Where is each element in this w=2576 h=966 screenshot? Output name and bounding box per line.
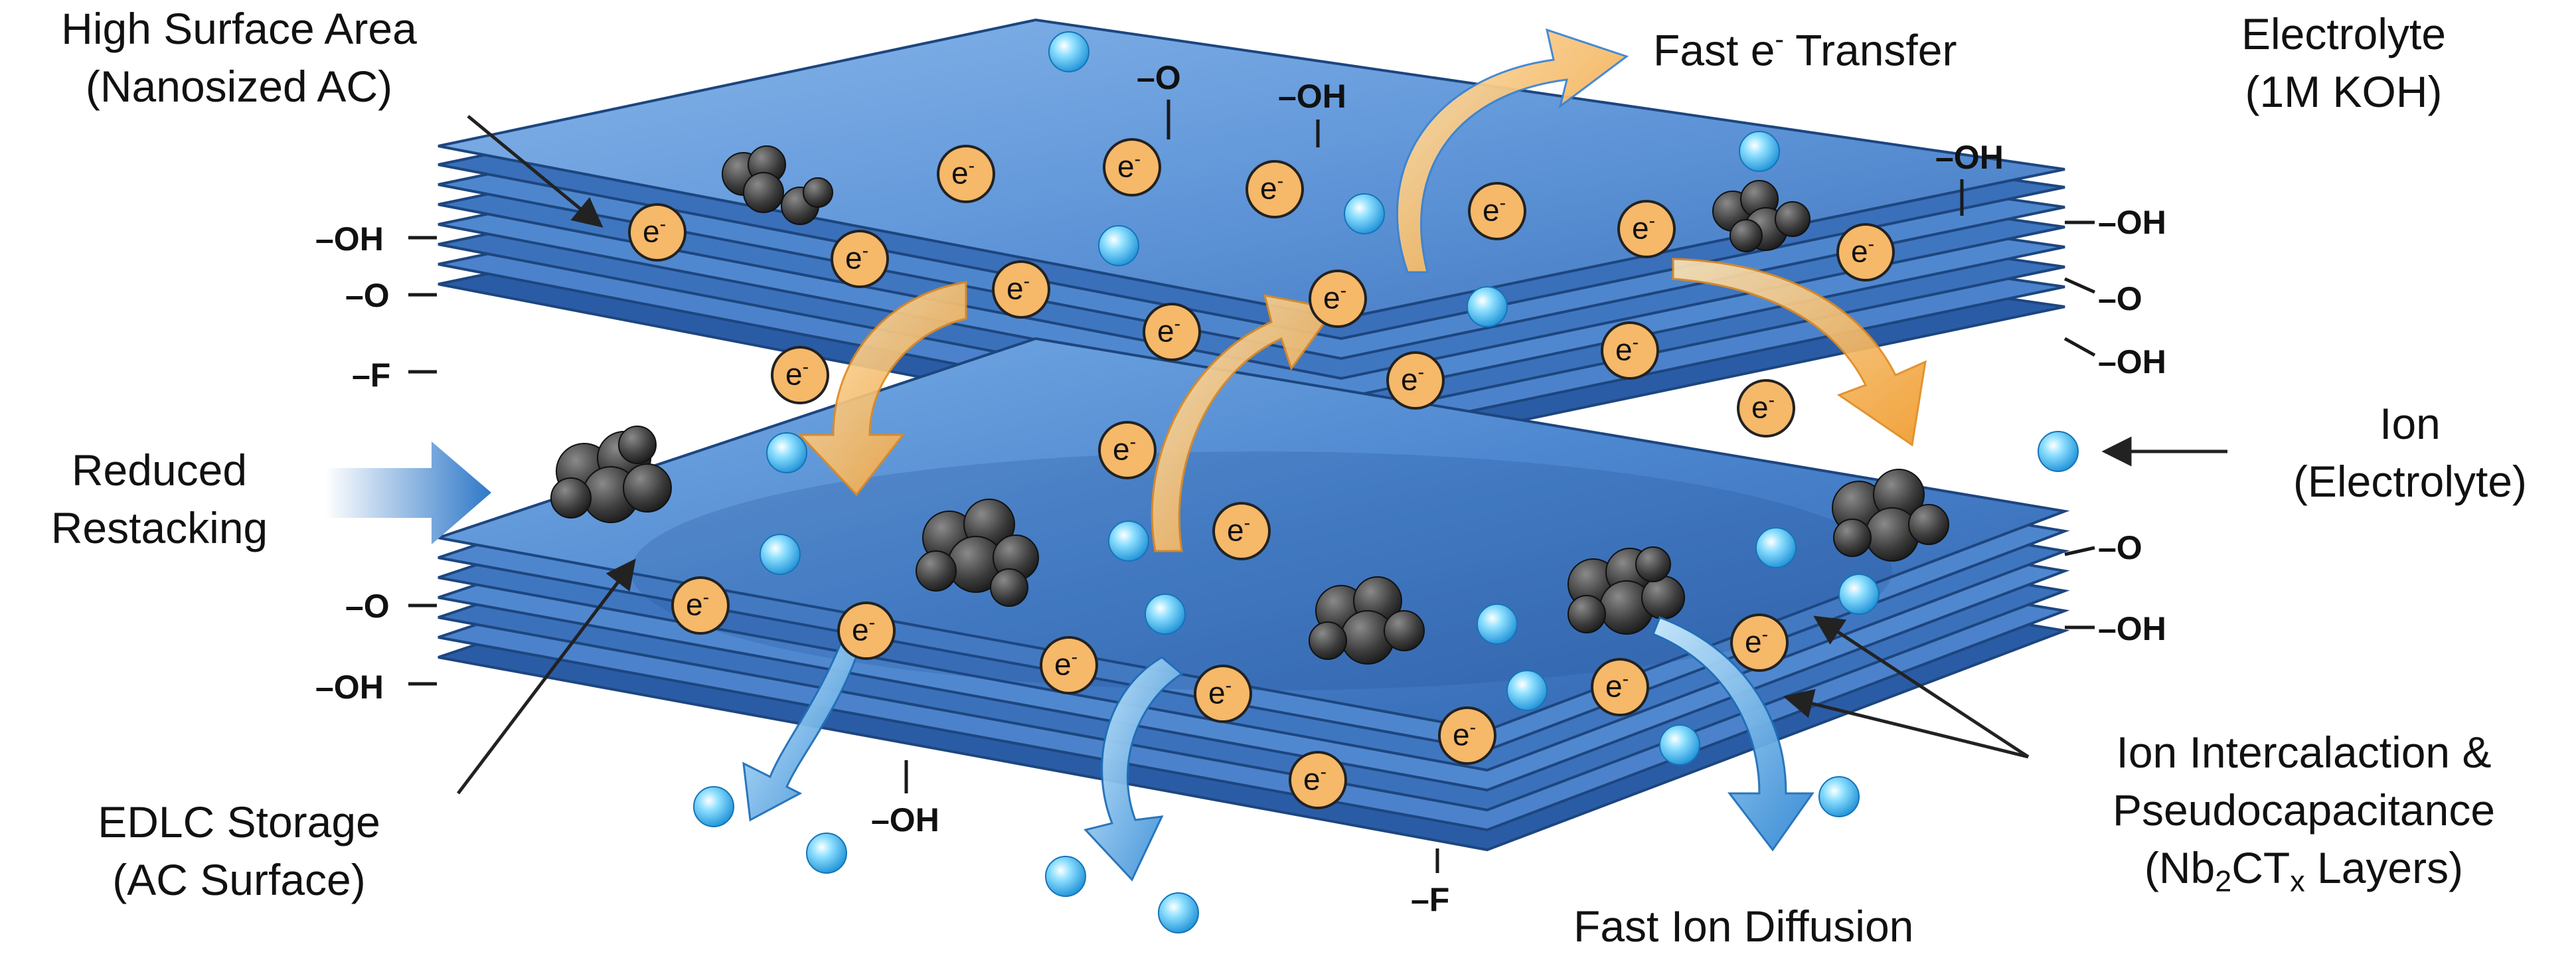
group-label-left-f: –F: [352, 359, 390, 392]
electron-label: e-: [1117, 150, 1141, 182]
label-reduced-restacking: Reduced Restacking: [13, 442, 305, 557]
electron-label: e-: [1260, 172, 1283, 204]
group-label-right-oh-1: –OH: [2098, 206, 2166, 239]
electron-label: e-: [1157, 315, 1180, 347]
group-label-bottom-oh: –OH: [871, 803, 939, 837]
electron-label: e-: [1851, 235, 1874, 267]
label-fast-ion-diffusion: Fast Ion Diffusion: [1573, 898, 1913, 955]
label-ion: Ion (Electrolyte): [2251, 395, 2569, 511]
electron-label: e-: [785, 358, 809, 390]
label-fast-electron-transfer: Fast e- Transfer: [1653, 21, 1957, 79]
group-label-left-oh-lower: –OH: [315, 671, 384, 704]
electron-label: e-: [1303, 763, 1327, 795]
electron-label: e-: [1054, 648, 1078, 680]
group-label-top-oh: –OH: [1278, 80, 1346, 113]
electron-label: e-: [1323, 282, 1346, 313]
group-label-right-oh-top: –OH: [1935, 141, 2004, 174]
electron-label: e-: [852, 613, 875, 645]
electron-label: e-: [1227, 514, 1250, 546]
electron-label: e-: [1632, 212, 1655, 244]
electron-label: e-: [845, 242, 868, 274]
electron-label: e-: [1605, 670, 1629, 702]
electron-label: e-: [1208, 677, 1232, 708]
electron-label: e-: [1745, 625, 1768, 657]
electron-label: e-: [1113, 433, 1136, 465]
group-label-right-o-1: –O: [2098, 282, 2142, 315]
electron-label: e-: [951, 157, 975, 189]
electron-label: e-: [686, 588, 709, 620]
group-label-left-o-lower: –O: [345, 590, 390, 623]
ac-clump: [551, 426, 671, 523]
label-ion-intercalation: Ion Intercalaction & Pseudocapacitance (…: [2045, 724, 2563, 901]
group-label-top-o: –O: [1137, 61, 1181, 94]
electron-label: e-: [1483, 194, 1506, 226]
group-label-right-oh-3: –OH: [2098, 612, 2166, 645]
electron-label: e-: [1453, 718, 1476, 750]
electron-label: e-: [1006, 272, 1030, 304]
label-high-surface-area: High Surface Area (Nanosized AC): [13, 0, 465, 116]
group-label-right-o-2: –O: [2098, 531, 2142, 564]
label-edlc-storage: EDLC Storage (AC Surface): [73, 793, 405, 909]
electron-label: e-: [643, 215, 666, 247]
electron-label: e-: [1615, 333, 1639, 365]
group-label-bottom-f: –F: [1411, 883, 1449, 916]
electron-label: e-: [1751, 391, 1775, 423]
group-label-left-o-upper: –O: [345, 279, 390, 312]
electron-label: e-: [1401, 363, 1424, 395]
group-label-left-oh-upper: –OH: [315, 222, 384, 256]
label-electrolyte: Electrolyte (1M KOH): [2191, 5, 2496, 121]
group-label-right-oh-2: –OH: [2098, 345, 2166, 378]
